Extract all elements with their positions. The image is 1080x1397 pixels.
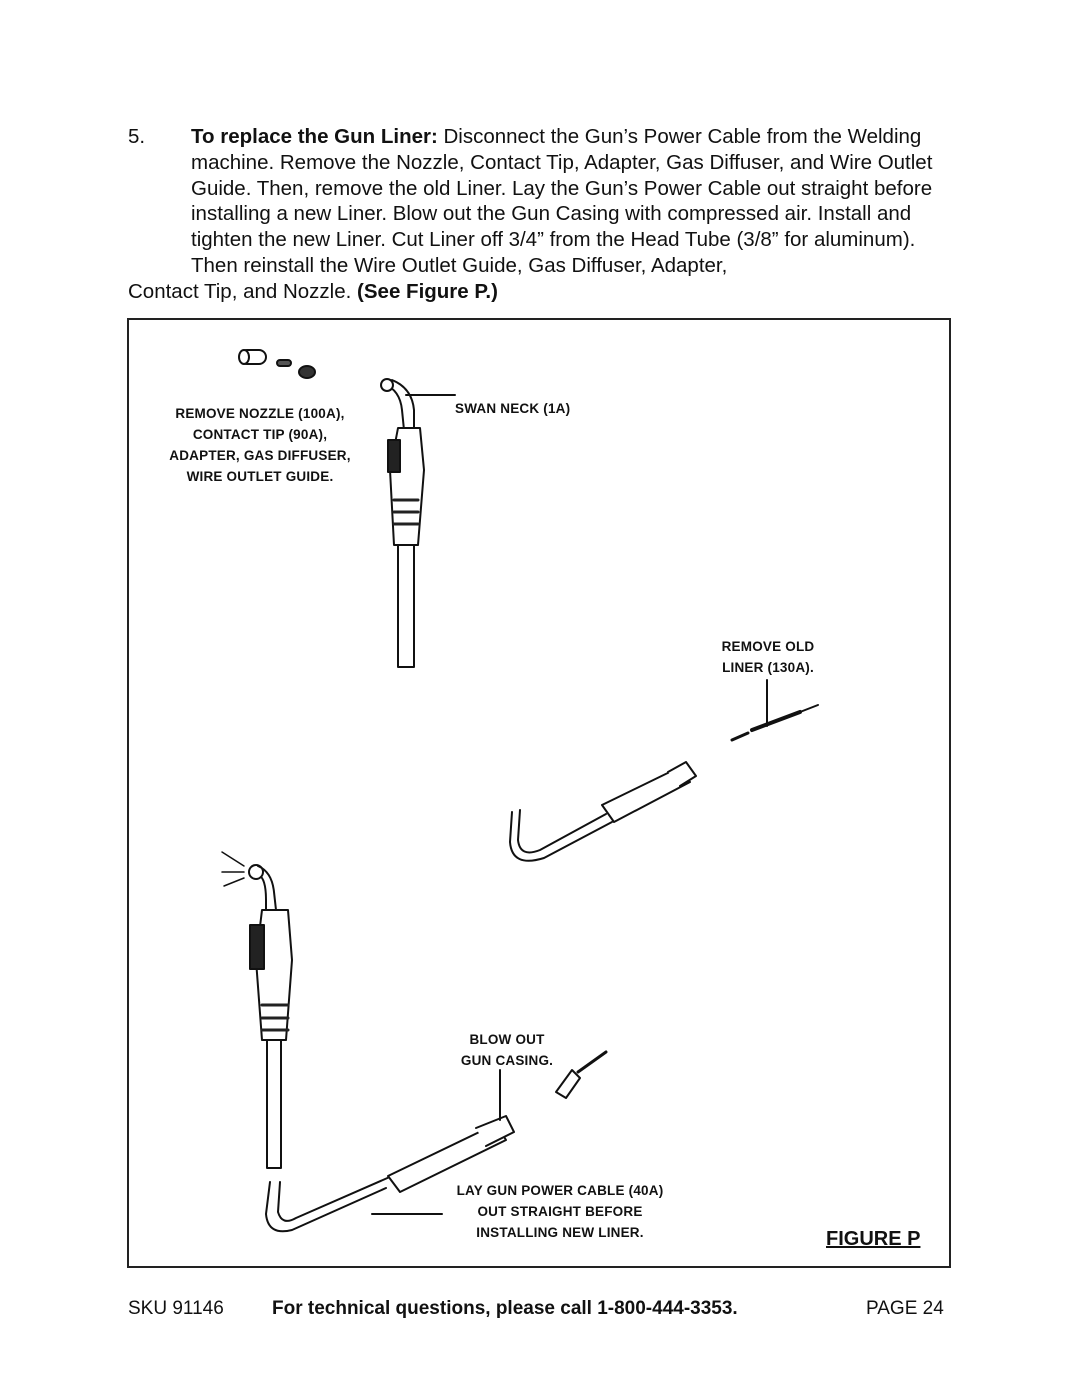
liner-icon	[730, 679, 819, 742]
label-swan-neck: SWAN NECK (1A)	[455, 401, 571, 416]
gun-top-icon	[380, 378, 456, 668]
label-line: LAY GUN POWER CABLE (40A)	[456, 1183, 664, 1198]
figure-frame	[127, 318, 951, 1268]
gun-casing-middle-icon	[509, 761, 697, 862]
label-line: REMOVE NOZZLE (100A),	[175, 406, 345, 421]
see-figure-reference: (See Figure P.)	[357, 280, 498, 303]
label-line: REMOVE OLD	[721, 639, 815, 654]
label-line: CONTACT TIP (90A),	[192, 427, 328, 442]
gun-bottom-icon	[221, 851, 293, 1169]
figure-title: FIGURE P	[826, 1228, 921, 1250]
footer-tech-support: For technical questions, please call 1-8…	[272, 1298, 738, 1319]
footer-page-number: PAGE 24	[866, 1298, 944, 1319]
label-lay-cable: LAY GUN POWER CABLE (40A) OUT STRAIGHT B…	[420, 1180, 700, 1243]
label-blow-out: BLOW OUT GUN CASING.	[440, 1029, 574, 1071]
label-line: BLOW OUT	[469, 1032, 545, 1047]
label-line: LINER (130A).	[722, 660, 814, 675]
instruction-text: Disconnect the Gun’s Power Cable from th…	[191, 125, 933, 277]
label-line: OUT STRAIGHT BEFORE	[477, 1204, 643, 1219]
label-remove-liner: REMOVE OLD LINER (130A).	[700, 636, 836, 678]
label-line: GUN CASING.	[460, 1053, 554, 1068]
step-number: 5.	[128, 125, 146, 148]
instruction-last-line: Contact Tip, and Nozzle. (See Figure P.)	[128, 280, 498, 304]
instruction-paragraph: 5. To replace the Gun Liner: Disconnect …	[128, 124, 958, 279]
label-line: WIRE OUTLET GUIDE.	[186, 469, 334, 484]
instruction-lead: To replace the Gun Liner:	[191, 125, 438, 148]
label-line: INSTALLING NEW LINER.	[476, 1225, 644, 1240]
label-line: ADAPTER, GAS DIFFUSER,	[169, 448, 351, 463]
gun-casing-bottom-icon	[265, 1050, 608, 1233]
label-remove-nozzle: REMOVE NOZZLE (100A), CONTACT TIP (90A),…	[144, 403, 376, 487]
footer-sku: SKU 91146	[128, 1298, 224, 1319]
instruction-last-text: Contact Tip, and Nozzle.	[128, 280, 358, 303]
nozzle-parts-icon	[238, 349, 316, 379]
instruction-body: To replace the Gun Liner: Disconnect the…	[128, 124, 958, 279]
